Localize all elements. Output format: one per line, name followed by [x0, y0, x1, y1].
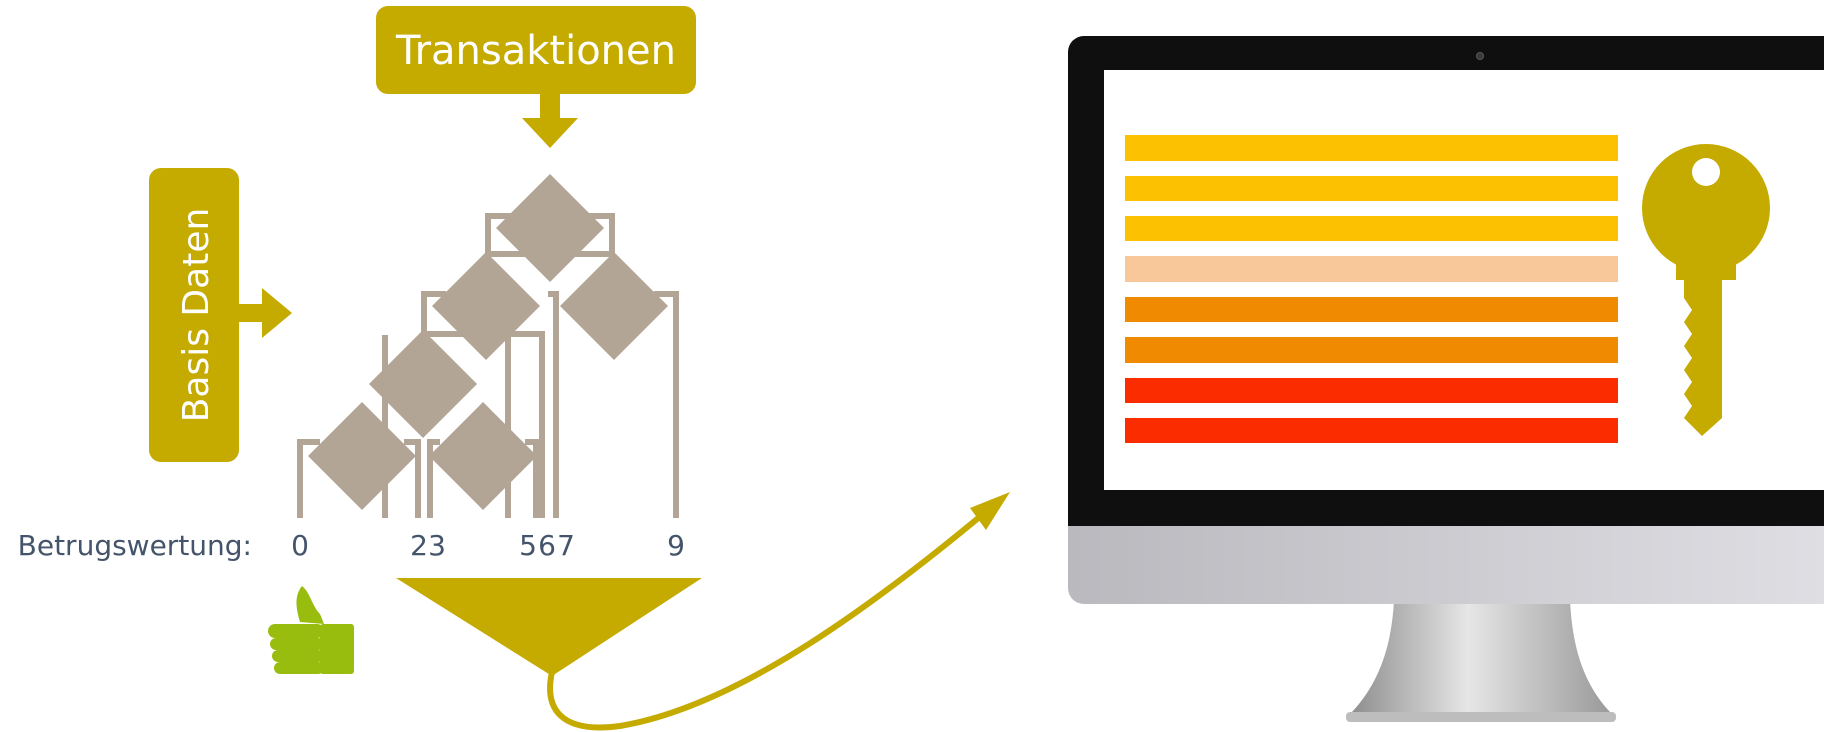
score-value: 9 [667, 529, 685, 562]
thumbs-up-icon [268, 586, 354, 674]
score-value: 6 [538, 529, 556, 562]
transactions-label: Transaktionen [395, 28, 676, 74]
score-bar [1125, 337, 1618, 363]
score-bar [1125, 256, 1618, 282]
decision-tree [297, 213, 679, 518]
monitor-icon [1068, 36, 1824, 722]
base-data-label: Basis Daten [176, 208, 217, 423]
flow-arrow [547, 492, 1010, 731]
transactions-input: Transaktionen [376, 6, 696, 148]
tree-node [496, 174, 604, 282]
funnel-icon [396, 578, 702, 676]
tree-node [308, 402, 416, 510]
tree-node [429, 402, 537, 510]
monitor-base [1346, 712, 1616, 722]
key-icon [1642, 144, 1770, 436]
base-data-input: Basis Daten [149, 168, 292, 462]
score-bar [1125, 418, 1618, 443]
base-data-box [149, 168, 239, 462]
tree-node [369, 330, 477, 438]
tree-branch [654, 291, 679, 518]
score-bar [1125, 135, 1618, 161]
tree-branch [404, 439, 421, 518]
transactions-box [376, 6, 696, 94]
score-bar [1125, 216, 1618, 241]
score-value: 3 [428, 529, 446, 562]
tree-branch [548, 291, 559, 518]
score-bar [1125, 378, 1618, 403]
tree-branch [525, 439, 539, 518]
decision-nodes [308, 174, 668, 510]
base-data-arrow [239, 288, 292, 338]
fraud-score-label: Betrugswertung: [18, 529, 252, 562]
monitor-stand [1352, 600, 1610, 712]
fraud-scores: Betrugswertung: 0 2 3 5 6 7 9 [18, 529, 685, 562]
score-value: 5 [519, 529, 537, 562]
camera-icon [1476, 52, 1484, 60]
score-value: 2 [410, 529, 428, 562]
tree-node [432, 252, 540, 360]
score-bar [1125, 297, 1618, 322]
monitor-chin [1068, 526, 1824, 604]
score-bar [1125, 176, 1618, 201]
tree-branch [427, 439, 440, 518]
transactions-arrow [522, 92, 578, 148]
score-bars [1125, 135, 1618, 443]
tree-node [560, 252, 668, 360]
tree-branch [297, 439, 320, 518]
score-value: 7 [557, 529, 575, 562]
score-value: 0 [291, 529, 309, 562]
